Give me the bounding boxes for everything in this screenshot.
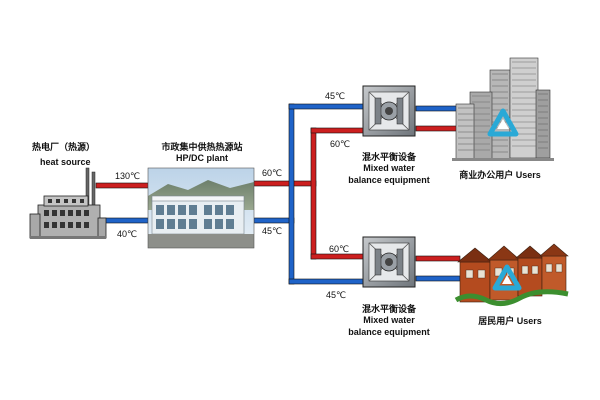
mixer-top-label-en-1: Mixed water <box>363 163 415 173</box>
mixer-bottom-label-en-2: balance equipment <box>348 327 430 337</box>
plant-photo <box>147 167 255 249</box>
temp-source-return: 40℃ <box>117 229 138 239</box>
residential-recycle-icon <box>492 264 522 291</box>
mixer-top-label-en-2: balance equipment <box>348 175 430 185</box>
mixer-bottom-icon <box>362 236 416 288</box>
temp-bottom-supply: 60℃ <box>329 244 350 254</box>
temp-plant-supply: 60℃ <box>262 168 283 178</box>
top-mixer-to-office-red <box>415 125 461 132</box>
mixer-top-icon <box>362 85 416 137</box>
top-supply-to-mixer <box>310 127 364 134</box>
plant-supply-pipe <box>253 180 317 187</box>
supply-riser <box>310 127 317 260</box>
source-supply-pipe <box>95 182 149 189</box>
temp-source-supply: 130℃ <box>115 171 141 181</box>
office-users-label: 商业办公用户 Users <box>459 170 541 180</box>
office-buildings-icon <box>452 57 554 161</box>
mixer-bottom-label-cn: 混水平衡设备 <box>361 304 417 314</box>
temp-top-return: 45℃ <box>325 91 346 101</box>
residential-users-label: 居民用户 Users <box>478 316 542 326</box>
mixer-top-label-cn: 混水平衡设备 <box>361 152 417 162</box>
bottom-return-to-mixer <box>288 278 364 285</box>
temp-plant-return: 45℃ <box>262 226 283 236</box>
temp-bottom-return: 45℃ <box>326 290 347 300</box>
residential-houses-icon <box>454 243 569 306</box>
bottom-mixer-to-res-red <box>415 255 461 262</box>
heat-source-label-en: heat source <box>40 157 91 167</box>
mixer-bottom-label-en-1: Mixed water <box>363 315 415 325</box>
plant-return-pipe <box>253 217 295 224</box>
office-recycle-icon <box>487 108 519 137</box>
bottom-mixer-to-res-blue <box>415 275 461 282</box>
plant-label-en: HP/DC plant <box>175 153 229 163</box>
return-riser <box>288 103 295 285</box>
temp-top-supply: 60℃ <box>330 139 351 149</box>
heat-source-label-cn: 热电厂（热源） <box>32 142 96 152</box>
plant-label-cn: 市政集中供热热源站 <box>161 142 243 152</box>
factory-icon <box>29 167 107 239</box>
top-mixer-to-office-blue <box>415 105 461 112</box>
top-return-to-mixer <box>288 103 364 110</box>
